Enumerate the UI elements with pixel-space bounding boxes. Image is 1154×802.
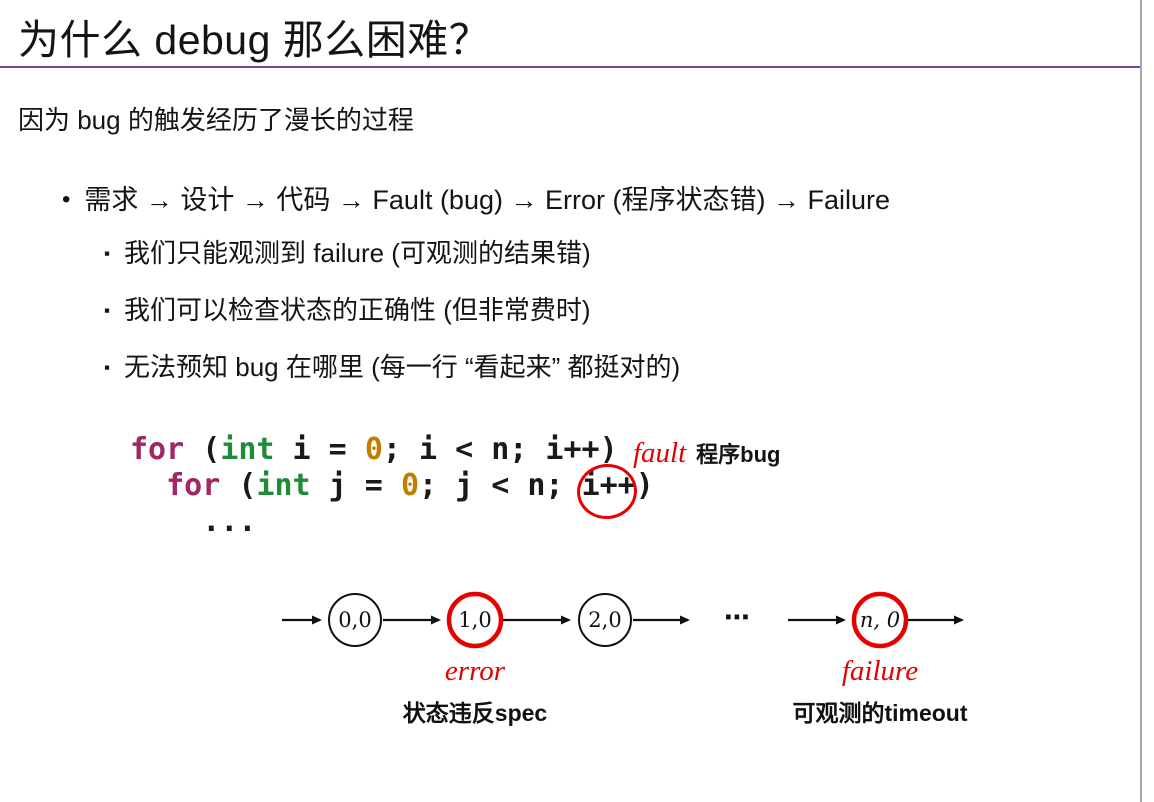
sub-bullet-1: ▪ 我们只能观测到 failure (可观测的结果错): [104, 233, 591, 270]
main-bullet-text: 需求 → 设计 → 代码 → Fault (bug) → Error (程序状态…: [84, 185, 890, 215]
bullet-square-icon: ▪: [104, 358, 111, 377]
slide-title: 为什么 debug 那么困难？: [18, 17, 491, 63]
main-bullet: • 需求 → 设计 → 代码 → Fault (bug) → Error (程序…: [62, 178, 890, 217]
code-line-2: for (int j = 0; j < n; i++): [130, 468, 654, 504]
sub-bullet-2-text: 我们可以检查状态的正确性 (但非常费时): [124, 295, 591, 325]
code-token-number: 0: [364, 432, 383, 467]
state-node-circle: [328, 593, 382, 647]
fault-label: fault: [633, 437, 687, 469]
code-indent: [130, 468, 166, 503]
code-token: (: [220, 468, 257, 503]
code-token: ...: [202, 504, 257, 539]
code-line-3: ...: [130, 504, 654, 540]
state-label: 0,0: [338, 608, 371, 632]
state-node-circle: [578, 593, 632, 647]
title-underline: [0, 66, 1141, 68]
code-token: j =: [310, 468, 401, 503]
code-token-number: 0: [400, 468, 419, 503]
bullet-square-icon: ▪: [104, 244, 111, 263]
state-diagram: 0,0 1,0 2,0 ⋯ n, 0 error 状态违反spec failur…: [282, 591, 968, 726]
code-token: ; i < n; i++): [382, 432, 618, 467]
code-token-keyword: for: [130, 432, 185, 467]
code-token-type: int: [256, 468, 311, 503]
failure-caption: 可观测的timeout: [792, 700, 967, 726]
state-node-circle-failure: [851, 591, 909, 649]
sub-bullet-2: ▪ 我们可以检查状态的正确性 (但非常费时): [104, 290, 591, 327]
state-label: 2,0: [588, 608, 621, 632]
intro-text: 因为 bug 的触发经历了漫长的过程: [18, 105, 414, 135]
failure-label: failure: [842, 655, 918, 687]
state-node-circle-error: [446, 591, 504, 649]
sub-bullet-3-text: 无法预知 bug 在哪里 (每一行 “看起来” 都挺对的): [124, 352, 681, 382]
error-label: error: [445, 655, 506, 687]
error-caption: 状态违反spec: [403, 700, 548, 726]
sub-bullet-3: ▪ 无法预知 bug 在哪里 (每一行 “看起来” 都挺对的): [104, 347, 680, 384]
code-token-keyword: for: [166, 468, 221, 503]
fault-annotation: fault 程序bug: [633, 437, 781, 470]
code-token-type: int: [220, 432, 275, 467]
sub-bullet-1-text: 我们只能观测到 failure (可观测的结果错): [124, 238, 591, 268]
code-indent: [130, 504, 202, 539]
code-token: (: [184, 432, 221, 467]
code-token-circled: i++: [581, 468, 636, 503]
code-token: i =: [274, 432, 365, 467]
code-block: for (int i = 0; i < n; i++) for (int j =…: [130, 432, 654, 540]
code-token: ; j < n;: [419, 468, 582, 503]
code-token: ): [635, 468, 654, 503]
state-label: n, 0: [860, 608, 900, 632]
state-label: 1,0: [458, 608, 491, 632]
bullet-square-icon: ▪: [104, 301, 111, 320]
bullet-dot-icon: •: [62, 186, 71, 213]
ellipsis: ⋯: [724, 602, 750, 632]
code-line-1: for (int i = 0; i < n; i++): [130, 432, 654, 468]
right-border-line: [1140, 0, 1142, 802]
fault-caption: 程序bug: [696, 442, 781, 467]
